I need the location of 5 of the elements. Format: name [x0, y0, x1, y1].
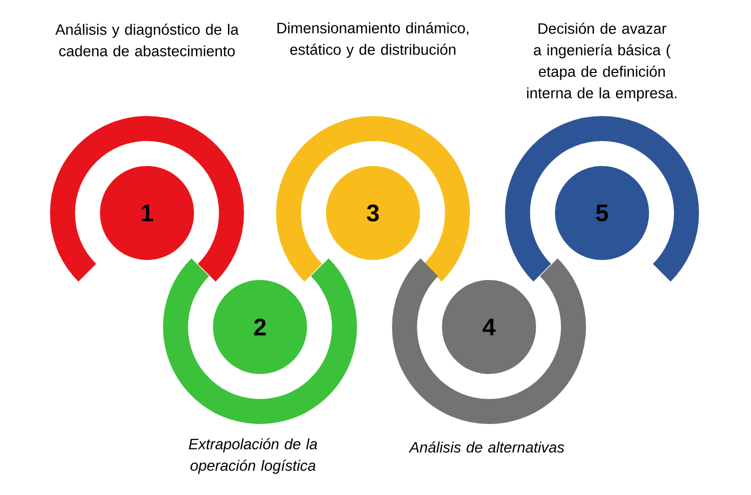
step-description: Análisis y diagnóstico de la cadena de abastecimiento: [55, 24, 239, 56]
step-description: Decisión de avazar a ingeniería básica ( etapa de definición interna de la empresa.: [527, 22, 676, 102]
step-description: Dimensionamiento dinámico, estático y de distribución: [278, 22, 468, 58]
step-description: Extrapolación de la operación logística: [188, 438, 318, 474]
step-description: Análisis de alternativas: [408, 441, 564, 453]
